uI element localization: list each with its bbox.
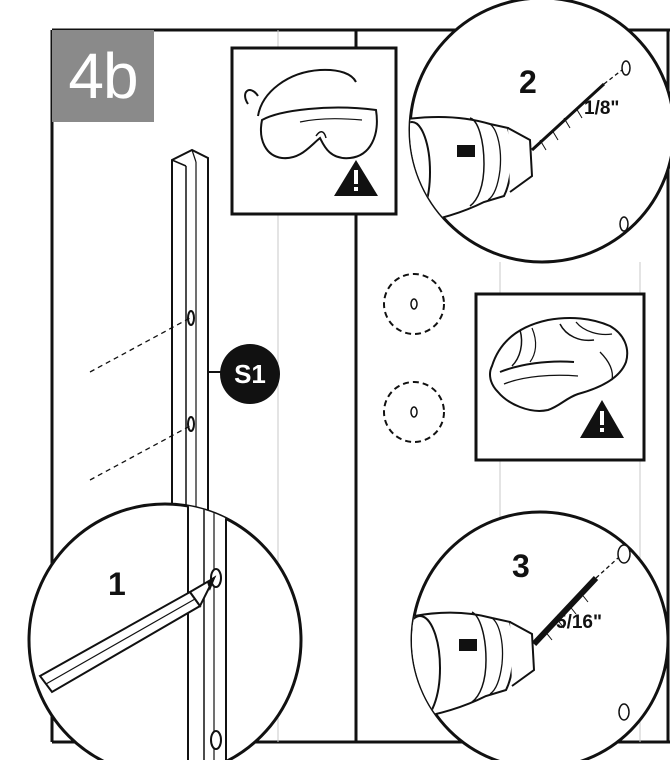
callout-3-number: 3 xyxy=(512,548,530,584)
callout-3-drill-size: 5/16" xyxy=(556,612,602,633)
pilot-hole xyxy=(619,216,629,232)
callout-3-final-drill xyxy=(410,510,670,765)
hole-target-lower xyxy=(383,381,445,443)
drill-guide-line xyxy=(595,557,619,579)
callout-1-number: 1 xyxy=(108,566,126,602)
hole-target-upper xyxy=(383,273,445,335)
power-drill-icon xyxy=(412,575,599,722)
mounting-hole xyxy=(618,703,630,721)
pencil-icon xyxy=(38,575,217,694)
step-number-badge: 4b xyxy=(52,30,154,122)
mounting-hole xyxy=(617,544,631,564)
part-badge-s1: S1 xyxy=(220,344,280,404)
work-gloves-box xyxy=(474,292,646,462)
rail-closeup xyxy=(187,504,227,765)
callout-2-pilot-drill xyxy=(408,0,670,264)
work-gloves-icon xyxy=(489,317,629,412)
pilot-hole xyxy=(621,60,631,76)
drill-guide-line xyxy=(603,69,623,85)
callout-2-drill-size: 1/8" xyxy=(584,98,620,119)
safety-glasses-box xyxy=(230,46,398,216)
warning-triangle-icon xyxy=(334,160,378,196)
mounting-guide-lines xyxy=(89,317,191,481)
warning-triangle-icon xyxy=(580,400,624,438)
callout-2-number: 2 xyxy=(519,64,537,100)
callout-1-mark-holes xyxy=(27,502,303,765)
safety-glasses-icon xyxy=(244,68,378,160)
